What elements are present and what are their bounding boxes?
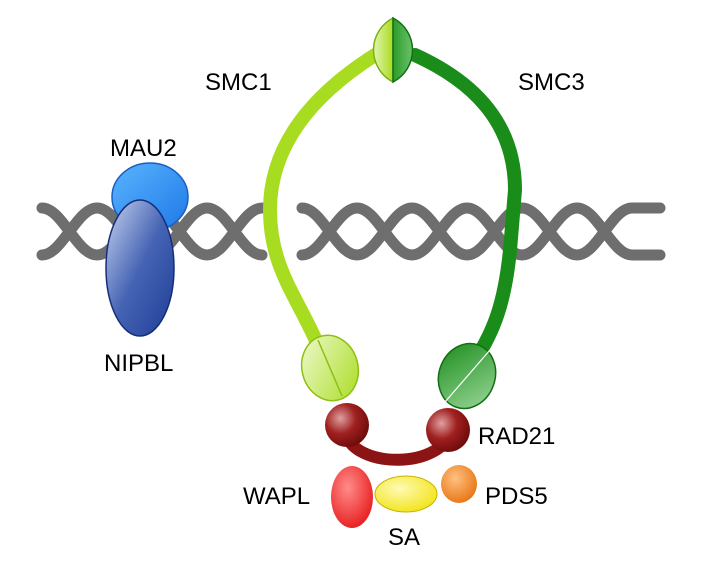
label-mau2: MAU2 — [110, 135, 177, 162]
label-smc3: SMC3 — [518, 69, 585, 96]
label-wapl: WAPL — [243, 483, 310, 510]
label-rad21: RAD21 — [478, 423, 555, 450]
rad21 — [325, 403, 470, 466]
label-sa: SA — [388, 524, 420, 551]
smc3-arm — [408, 48, 523, 367]
smc-hinge — [372, 16, 414, 84]
wapl — [331, 466, 373, 528]
cohesin-loader — [105, 162, 189, 337]
sa — [374, 475, 438, 513]
label-pds5: PDS5 — [485, 483, 548, 510]
pds5 — [441, 465, 477, 503]
rad21-c-terminal — [426, 408, 470, 452]
smc1-head — [300, 334, 360, 402]
smc3-head — [437, 342, 497, 410]
label-nipbl: NIPBL — [104, 350, 173, 377]
label-smc1: SMC1 — [205, 69, 272, 96]
nipbl — [105, 199, 175, 337]
smc1-arm — [262, 48, 382, 357]
rad21-n-terminal — [325, 403, 369, 447]
dna-right-segment — [296, 202, 666, 261]
